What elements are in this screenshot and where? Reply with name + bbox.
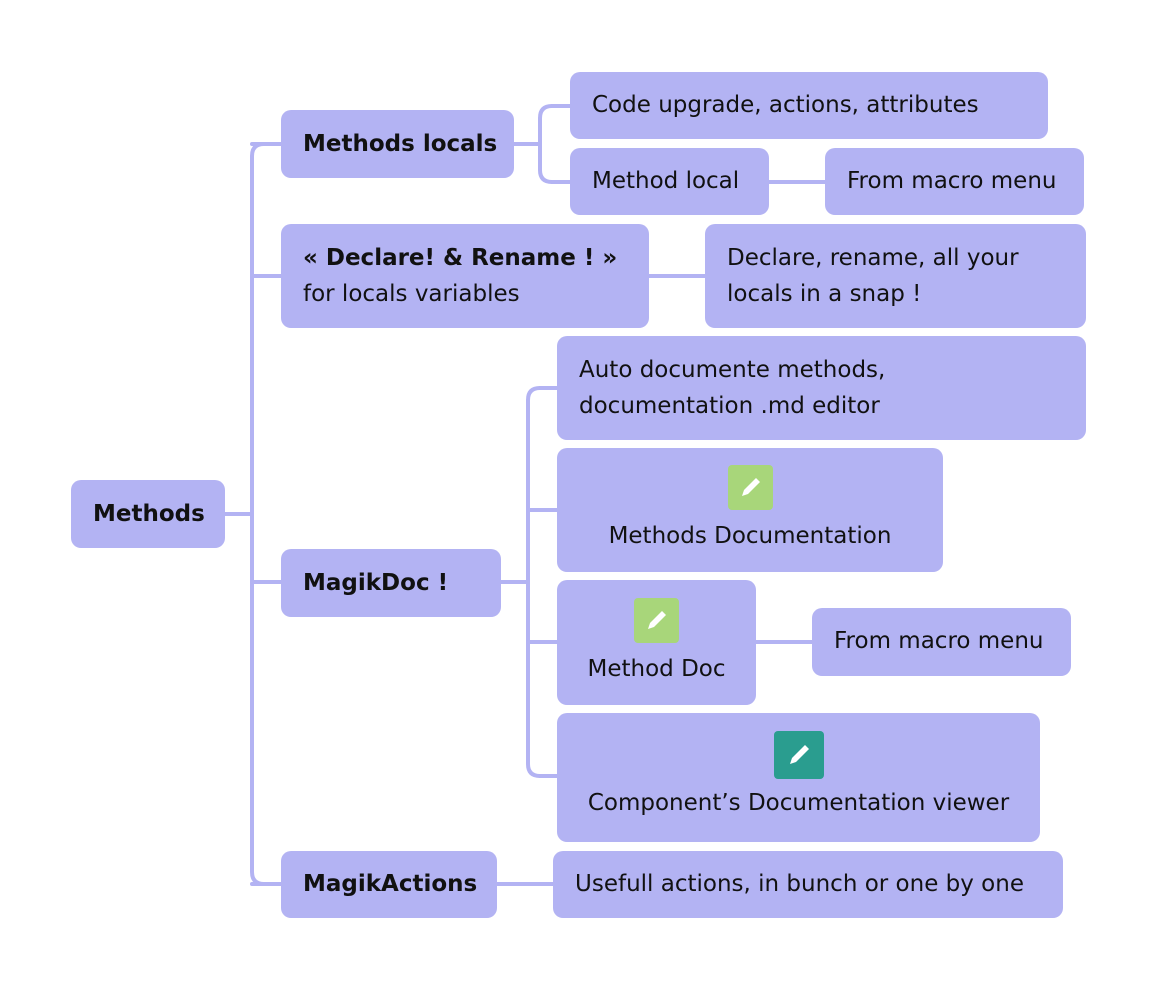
branch-methods-locals[interactable]: Methods locals <box>281 110 514 178</box>
node-auto-documente-line1: Auto documente methods, <box>579 357 886 383</box>
node-auto-documente[interactable]: Auto documente methods, documentation .m… <box>557 336 1086 440</box>
connector-trunk <box>250 142 266 886</box>
node-methods-documentation-label: Methods Documentation <box>608 523 892 549</box>
node-method-doc-detail[interactable]: From macro menu <box>812 608 1071 676</box>
pencil-icon[interactable] <box>773 731 824 779</box>
node-component-viewer-label: Component’s Documentation viewer <box>587 790 1010 816</box>
root-node-methods[interactable]: Methods <box>71 480 225 548</box>
branch-methods-locals-label: Methods locals <box>303 131 498 157</box>
node-method-doc-detail-label: From macro menu <box>834 628 1044 654</box>
node-declare-detail[interactable]: Declare, rename, all your locals in a sn… <box>705 224 1086 328</box>
connector-doc-trunk <box>526 386 542 778</box>
branch-magikactions[interactable]: MagikActions <box>281 851 497 918</box>
branch-declare-rename-title: « Declare! & Rename ! » <box>303 245 618 271</box>
root-label: Methods <box>93 501 205 527</box>
branch-magikactions-label: MagikActions <box>303 871 478 897</box>
branch-magikdoc-label: MagikDoc ! <box>303 570 449 596</box>
node-method-local-detail[interactable]: From macro menu <box>825 148 1084 215</box>
node-method-local[interactable]: Method local <box>570 148 769 215</box>
branch-declare-rename[interactable]: « Declare! & Rename ! » for locals varia… <box>281 224 649 328</box>
node-magikactions-detail-label: Usefull actions, in bunch or one by one <box>575 871 1024 897</box>
pencil-icon[interactable] <box>727 465 773 510</box>
node-method-doc-label: Method Doc <box>587 656 726 682</box>
node-declare-detail-line1: Declare, rename, all your <box>727 245 1019 271</box>
node-methods-documentation[interactable]: Methods Documentation <box>557 448 943 572</box>
node-method-doc[interactable]: Method Doc <box>557 580 756 705</box>
branch-declare-rename-subtitle: for locals variables <box>303 281 520 307</box>
connector-locals-trunk <box>512 104 554 184</box>
node-method-local-label: Method local <box>592 168 740 194</box>
node-code-upgrade[interactable]: Code upgrade, actions, attributes <box>570 72 1048 139</box>
pencil-icon[interactable] <box>634 598 679 643</box>
node-code-upgrade-label: Code upgrade, actions, attributes <box>592 92 979 118</box>
node-component-viewer[interactable]: Component’s Documentation viewer <box>557 713 1040 842</box>
branch-magikdoc[interactable]: MagikDoc ! <box>281 549 501 617</box>
node-auto-documente-line2: documentation .md editor <box>579 393 880 419</box>
node-magikactions-detail[interactable]: Usefull actions, in bunch or one by one <box>553 851 1063 918</box>
node-method-local-detail-label: From macro menu <box>847 168 1057 194</box>
node-declare-detail-line2: locals in a snap ! <box>727 281 922 307</box>
